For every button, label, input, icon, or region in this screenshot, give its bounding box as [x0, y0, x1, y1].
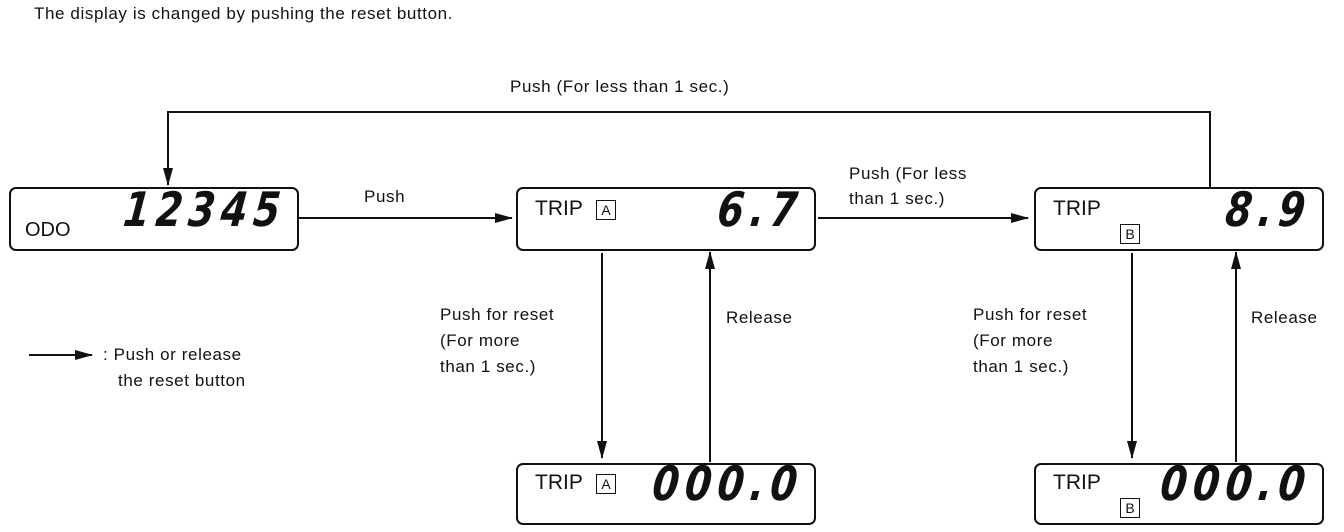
trip-b-value: 8.9 — [1222, 182, 1314, 237]
trip-a-label: TRIP — [535, 197, 583, 220]
trip-b-reset-label: TRIP — [1053, 471, 1101, 494]
odo-display: ODO 12345 — [9, 182, 299, 251]
trip-b-label: TRIP — [1053, 197, 1101, 220]
label-release-b: Release — [1251, 308, 1318, 327]
label-a-to-b-1: Push (For less — [849, 164, 967, 183]
trip-b-display: TRIP B 8.9 — [1034, 182, 1324, 251]
trip-a-reset-label: TRIP — [535, 471, 583, 494]
label-reset-a-2: (For more — [440, 331, 521, 350]
legend-text-1: : Push or release — [103, 345, 242, 364]
trip-a-reset-display: TRIP A 000.0 — [516, 456, 816, 525]
trip-b-reset-display: TRIP B 000.0 — [1034, 456, 1324, 525]
label-reset-a-1: Push for reset — [440, 305, 555, 324]
trip-b-reset-letter: B — [1120, 498, 1140, 518]
legend-text-2: the reset button — [118, 371, 246, 390]
odo-value: 12345 — [120, 182, 289, 237]
arrow-b-to-odo — [163, 111, 1211, 190]
trip-a-display: TRIP A 6.7 — [516, 182, 816, 251]
label-odo-to-a: Push — [364, 187, 406, 206]
trip-a-reset-letter: A — [596, 474, 616, 494]
odo-label: ODO — [25, 219, 71, 241]
trip-a-reset-value: 000.0 — [649, 456, 806, 511]
trip-a-value: 6.7 — [714, 182, 806, 237]
label-reset-b-3: than 1 sec.) — [973, 357, 1070, 376]
trip-b-reset-value: 000.0 — [1157, 456, 1314, 511]
label-reset-a-3: than 1 sec.) — [440, 357, 537, 376]
caption: The display is changed by pushing the re… — [34, 4, 454, 23]
trip-a-letter: A — [596, 200, 616, 220]
label-top-loop: Push (For less than 1 sec.) — [510, 77, 730, 96]
label-a-to-b-2: than 1 sec.) — [849, 189, 946, 208]
label-reset-b-2: (For more — [973, 331, 1054, 350]
label-release-a: Release — [726, 308, 793, 327]
label-reset-b-1: Push for reset — [973, 305, 1088, 324]
trip-b-letter: B — [1120, 224, 1140, 244]
